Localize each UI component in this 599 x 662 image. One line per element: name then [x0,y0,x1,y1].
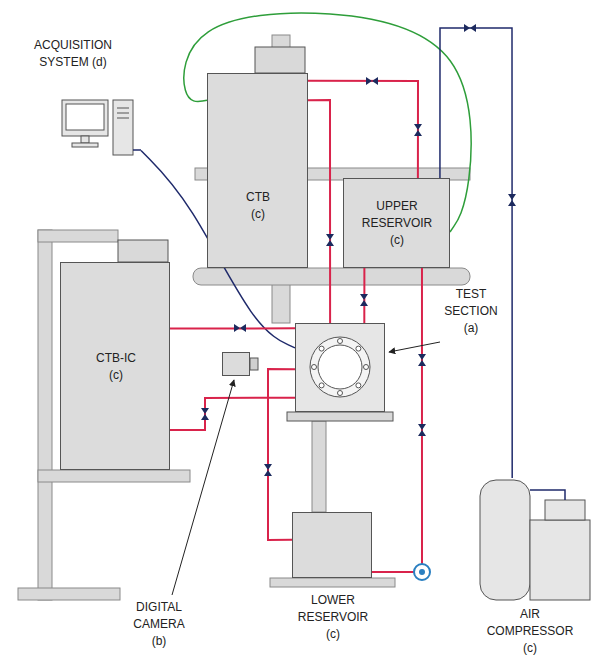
tower [113,100,133,155]
tank-box: CTB (c) [207,73,308,268]
leader-line [389,342,440,352]
flange-ring [310,337,370,397]
equipment-group: AIR COMPRESSOR (c) [478,478,592,600]
screen [66,104,104,130]
stand-post [38,230,52,600]
leader-line [172,380,234,595]
valve [418,424,426,436]
node-label: UPPER RESERVOIR (c) [358,198,436,249]
monitor-base [72,143,98,147]
air-tank [480,480,530,600]
tank-box: LOWER RESERVOIR (c) [292,512,372,578]
support-frame [18,35,470,600]
valve [234,324,246,332]
camera-box: DIGITAL CAMERA (b) [222,352,250,376]
pump-symbol [414,564,430,580]
pipe-connector [170,398,295,430]
valve [508,194,516,206]
stand-shelf [38,470,190,482]
stand-foot [18,588,120,600]
cable-stub [133,149,141,151]
valve [326,234,334,246]
compressor-motor [545,500,585,520]
pipe-connector [308,100,330,323]
valve [366,77,378,85]
tank-box: CTB-IC (c) [60,262,170,470]
monitor-stand [81,136,89,143]
compressor-icon [480,480,590,600]
lower-platform [270,578,395,587]
drive-slots [117,108,129,118]
valve [201,408,209,420]
air-pipe [530,490,565,500]
node-label: CTB-IC (c) [91,350,141,384]
ctb-cap [255,47,305,73]
test-section-plate [295,323,385,412]
lower-post [312,421,326,512]
monitor [62,100,108,136]
tank-box: UPPER RESERVOIR (c) [343,178,450,268]
valve [360,294,368,306]
upper-shelf [193,268,470,285]
valves [201,24,516,476]
pipe-connector [268,369,295,540]
test-section-body [287,323,393,421]
compressor-body [530,520,590,600]
pipe-connector [308,81,418,178]
pipe-connector [440,28,512,478]
valve [464,24,476,32]
camera-lens [250,358,258,370]
computer-icon [62,100,141,155]
ctb-ic-cap [118,240,168,262]
node-label: AIR COMPRESSOR (c) [484,606,576,657]
test-section-box: TEST SECTION (a) [295,323,385,412]
equipment-group: ACQUISITION SYSTEM (d) [18,35,141,162]
pipe-connector [170,327,295,329]
node-label: LOWER RESERVOIR (c) [294,592,372,643]
valve [414,124,422,136]
bolt-holes [312,339,369,396]
stand-arm [38,230,118,242]
valve [418,354,426,366]
node-label: TEST SECTION (a) [439,286,504,337]
node-label: ACQUISITION SYSTEM (d) [28,37,118,71]
test-section-base [287,412,393,421]
node-label: CTB (c) [238,189,278,223]
node-label: DIGITAL CAMERA (b) [128,599,190,650]
valve [264,464,272,476]
window [318,345,362,389]
